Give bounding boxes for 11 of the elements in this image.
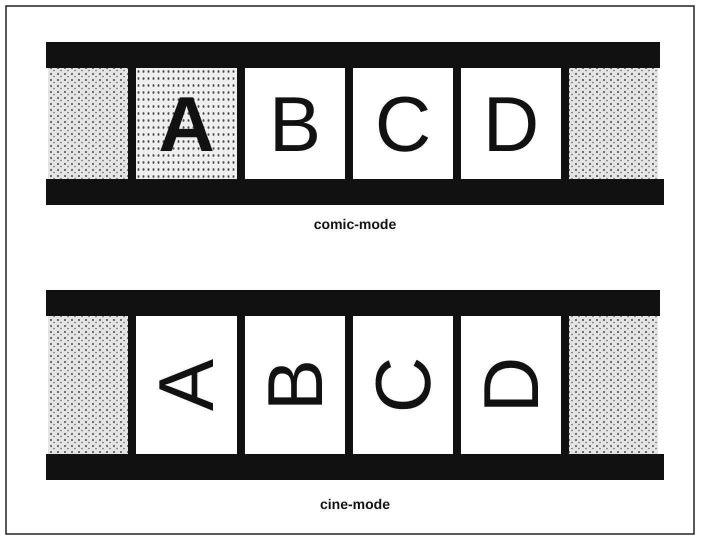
mode-caption: cine-mode <box>320 496 390 512</box>
frame-letter: D <box>482 84 540 162</box>
frame-letter: B <box>268 84 322 162</box>
frame-letter: A <box>148 358 226 412</box>
frame-letter: B <box>256 358 334 412</box>
frame-letter: D <box>472 356 550 414</box>
frame-letter: C <box>374 84 432 162</box>
frame-letter: A <box>158 84 215 162</box>
frame-letter: C <box>364 356 442 414</box>
mode-caption: comic-mode <box>314 216 396 232</box>
film-frame <box>136 68 237 179</box>
